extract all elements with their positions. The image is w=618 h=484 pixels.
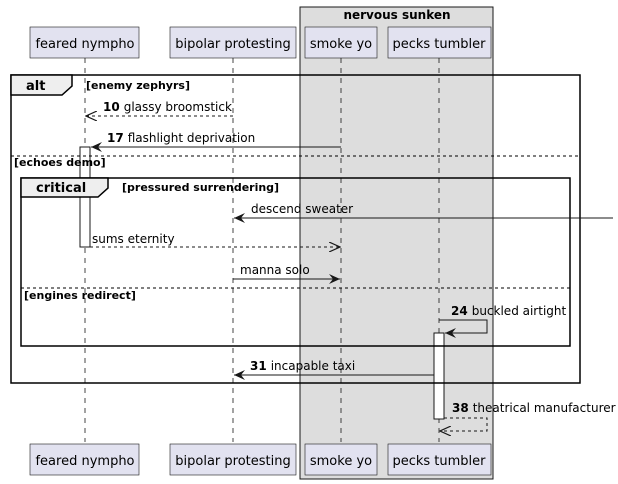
fragment-guard: [enemy zephyrs] [86, 79, 190, 92]
fragment-guard: [pressured surrendering] [122, 181, 279, 194]
group-box-title: nervous sunken [343, 8, 450, 22]
message-label: theatrical manufacturer [473, 401, 616, 415]
message-buckled-airtight[interactable]: 24 buckled airtight [439, 304, 567, 338]
fragment-critical: critical [pressured surrendering] [engin… [20, 177, 571, 347]
participant-label: pecks tumbler [392, 454, 486, 469]
fragment-keyword: critical [36, 181, 86, 196]
message-glassy-broomstick[interactable]: 10 glassy broomstick [86, 100, 233, 116]
message-number: 10 [103, 100, 120, 114]
participant-label: pecks tumbler [392, 37, 486, 52]
participant-label: smoke yo [310, 454, 372, 469]
participant-label: feared nympho [35, 454, 134, 469]
message-label: manna solo [240, 263, 310, 277]
activation-bar-pecks-tumbler [433, 332, 445, 420]
message-label: sums eternity [92, 232, 175, 246]
message-number: 17 [107, 131, 124, 145]
message-label: glassy broomstick [124, 100, 232, 114]
message-number: 38 [452, 401, 469, 415]
fragment-alt: alt [enemy zephyrs] [echoes demo] [10, 74, 581, 384]
fragment-guard: [echoes demo] [14, 156, 106, 169]
participant-pecks-tumbler-top[interactable]: pecks tumbler [387, 26, 492, 59]
participant-label: feared nympho [35, 37, 134, 52]
message-number: 24 [451, 304, 468, 318]
participant-smoke-yo-top[interactable]: smoke yo [304, 26, 378, 59]
message-sums-eternity[interactable]: sums eternity [90, 232, 340, 247]
message-manna-solo[interactable]: manna solo [233, 263, 340, 284]
message-label: flashlight deprivation [128, 131, 256, 145]
message-descend-sweater[interactable]: descend sweater [234, 202, 613, 223]
participant-feared-nympho-top[interactable]: feared nympho [29, 26, 140, 59]
message-incapable-taxi[interactable]: 31 incapable taxi [234, 359, 434, 380]
participant-smoke-yo-bottom[interactable]: smoke yo [304, 443, 378, 476]
participant-bipolar-protesting-bottom[interactable]: bipolar protesting [169, 443, 297, 476]
participant-label: smoke yo [310, 37, 372, 52]
participant-label: bipolar protesting [175, 37, 290, 52]
fragment-guard: [engines redirect] [24, 289, 136, 302]
participant-label: bipolar protesting [175, 454, 290, 469]
message-label: incapable taxi [271, 359, 356, 373]
message-label: buckled airtight [472, 304, 567, 318]
participant-pecks-tumbler-bottom[interactable]: pecks tumbler [387, 443, 492, 476]
message-theatrical-manufacturer[interactable]: 38 theatrical manufacturer [440, 401, 616, 431]
fragment-keyword: alt [26, 79, 45, 94]
participant-bipolar-protesting-top[interactable]: bipolar protesting [169, 26, 297, 59]
message-label: descend sweater [251, 202, 353, 216]
participant-feared-nympho-bottom[interactable]: feared nympho [29, 443, 140, 476]
message-flashlight-deprivation[interactable]: 17 flashlight deprivation [91, 131, 341, 152]
message-number: 31 [250, 359, 267, 373]
